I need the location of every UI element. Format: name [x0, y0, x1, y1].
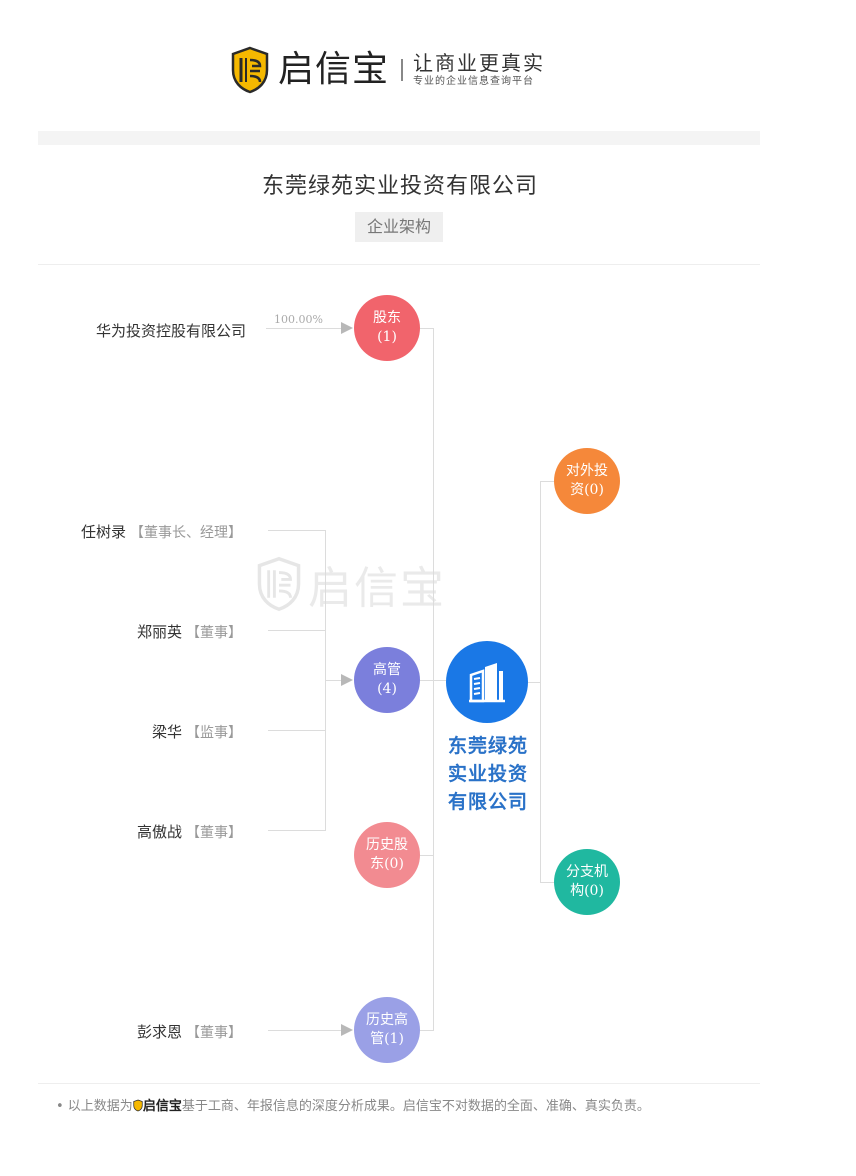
connector — [540, 481, 554, 482]
node-label: 高管 — [373, 662, 401, 678]
connector — [325, 680, 342, 681]
node-label: 历史高 — [366, 1012, 408, 1028]
center-company-node[interactable] — [446, 641, 528, 723]
trunk-line-left — [433, 328, 434, 1031]
connector — [268, 730, 325, 731]
arrow-icon — [341, 1024, 353, 1036]
share-percent: 100.00% — [274, 313, 323, 326]
history-executive-name: 彭求恩 — [136, 1023, 182, 1041]
disclaimer: • 以上数据为启信宝基于工商、年报信息的深度分析成果。启信宝不对数据的全面、准确… — [56, 1094, 756, 1120]
bullet: • — [56, 1099, 64, 1114]
history-executive-item[interactable]: 彭求恩【董事】 — [137, 1021, 242, 1042]
arrow-icon — [341, 322, 353, 334]
disclaimer-text: 基于工商、年报信息的深度分析成果。启信宝不对数据的全面、准确、真实负责。 — [181, 1099, 650, 1114]
slogan: 让商业更真实 — [413, 51, 546, 75]
node-count: 构(0) — [570, 883, 604, 899]
watermark-text: 启信宝 — [308, 563, 446, 614]
section-tag: 企业架构 — [355, 212, 443, 242]
executive-role: 【董事长、经理】 — [130, 525, 242, 541]
connector — [268, 830, 325, 831]
node-label: 对外投 — [566, 463, 608, 479]
executive-role: 【董事】 — [186, 825, 242, 841]
shield-logo-icon — [231, 46, 269, 94]
node-branches[interactable]: 分支机 构(0) — [554, 849, 620, 915]
watermark: 启信宝 — [256, 552, 446, 616]
top-bar — [38, 131, 760, 145]
disclaimer-prefix: 以上数据为 — [63, 1099, 133, 1114]
brand-name: 启信宝 — [278, 49, 390, 90]
company-title: 东莞绿苑实业投资有限公司 — [261, 174, 538, 199]
connector — [528, 682, 540, 683]
node-label: 分支机 — [566, 864, 608, 880]
connector — [420, 680, 446, 681]
executive-item[interactable]: 任树录【董事长、经理】 — [81, 521, 242, 542]
executive-name: 任树录 — [80, 523, 126, 541]
node-count: 管(1) — [370, 1031, 404, 1047]
node-count: (1) — [377, 329, 397, 345]
divider — [38, 1083, 760, 1084]
node-history-shareholders[interactable]: 历史股 东(0) — [354, 822, 420, 888]
connector — [540, 882, 554, 883]
trunk-line-right — [540, 481, 541, 883]
logo-slogan: 让商业更真实 专业的企业信息查询平台 — [413, 51, 545, 89]
tagline: 专业的企业信息查询平台 — [413, 76, 535, 87]
node-executives[interactable]: 高管 (4) — [354, 647, 420, 713]
header-logo: 启信宝 让商业更真实 专业的企业信息查询平台 — [230, 42, 545, 98]
executive-item[interactable]: 郑丽英【董事】 — [137, 621, 242, 642]
node-count: 资(0) — [570, 482, 604, 498]
center-company-name[interactable]: 东莞绿苑 实业投资 有限公司 — [440, 732, 536, 816]
arrow-icon — [341, 674, 353, 686]
disclaimer-brand: 启信宝 — [142, 1099, 182, 1114]
executive-name: 郑丽英 — [136, 623, 182, 641]
building-icon — [469, 663, 505, 703]
logo-separator — [401, 59, 404, 81]
name-line: 东莞绿苑 — [447, 735, 528, 757]
node-investments[interactable]: 对外投 资(0) — [554, 448, 620, 514]
mini-shield-logo-icon — [133, 1099, 143, 1112]
node-history-executives[interactable]: 历史高 管(1) — [354, 997, 420, 1063]
node-label: 历史股 — [366, 837, 408, 853]
connector — [420, 1030, 434, 1031]
name-line: 有限公司 — [447, 791, 528, 813]
executive-item[interactable]: 梁华【监事】 — [152, 721, 242, 742]
connector — [420, 855, 434, 856]
node-count: (4) — [377, 681, 397, 697]
history-executive-role: 【董事】 — [186, 1025, 242, 1041]
name-line: 实业投资 — [447, 763, 528, 785]
executive-name: 高傲战 — [136, 823, 182, 841]
connector — [268, 530, 325, 531]
node-shareholders[interactable]: 股东 (1) — [354, 295, 420, 361]
shareholder-name: 华为投资控股有限公司 — [95, 322, 246, 340]
divider — [38, 264, 760, 265]
connector — [268, 1030, 342, 1031]
shareholder-item[interactable]: 华为投资控股有限公司 — [96, 320, 246, 341]
watermark-shield-icon — [257, 556, 301, 612]
connector — [266, 328, 342, 329]
node-count: 东(0) — [370, 856, 404, 872]
connector — [268, 630, 325, 631]
executive-item[interactable]: 高傲战【董事】 — [137, 821, 242, 842]
connector — [420, 328, 434, 329]
executive-role: 【监事】 — [186, 725, 242, 741]
executive-name: 梁华 — [151, 723, 182, 741]
node-label: 股东 — [373, 310, 401, 326]
executive-role: 【董事】 — [186, 625, 242, 641]
